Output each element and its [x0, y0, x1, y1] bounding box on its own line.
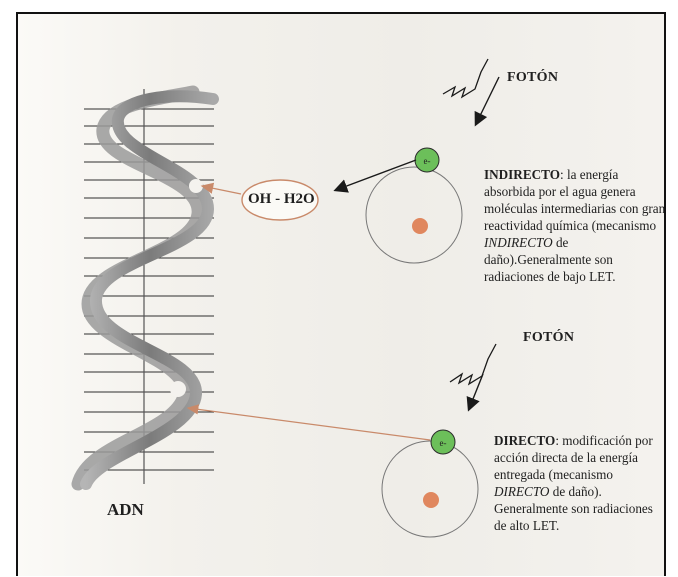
direct-description: DIRECTO: modificación por acción directa… — [494, 432, 666, 534]
indirect-mechanism: INDIRECTO — [484, 235, 553, 250]
indirect-description: INDIRECTO: la energía absorbida por el a… — [484, 166, 666, 285]
atom-nucleus — [412, 218, 428, 234]
photon-top-arrow — [476, 77, 499, 124]
foton-bottom-label: FOTÓN — [523, 330, 574, 346]
electron-to-dna-arrow — [188, 408, 430, 440]
dna-label: ADN — [107, 500, 144, 520]
atom-orbit — [366, 167, 462, 263]
foton-top-label: FOTÓN — [507, 70, 558, 86]
atom-orbit — [382, 441, 478, 537]
direct-term: DIRECTO — [494, 433, 555, 448]
photon-top-wave — [443, 59, 488, 97]
radical-label: OH - H2O — [248, 191, 315, 208]
direct-atom: e- — [382, 430, 478, 537]
indirect-damage-site — [189, 179, 203, 193]
indirect-atom: e- — [366, 148, 462, 263]
direct-damage-site — [170, 381, 186, 397]
indirect-term: INDIRECTO — [484, 167, 560, 182]
electron-label: e- — [440, 438, 447, 448]
dna-helix — [78, 89, 214, 484]
figure-frame: e- e- FOTÓN FOTÓN — [16, 12, 666, 576]
atom-nucleus — [423, 492, 439, 508]
electron-label: e- — [424, 156, 431, 166]
direct-mechanism: DIRECTO — [494, 484, 549, 499]
photon-bottom-wave — [450, 344, 496, 384]
